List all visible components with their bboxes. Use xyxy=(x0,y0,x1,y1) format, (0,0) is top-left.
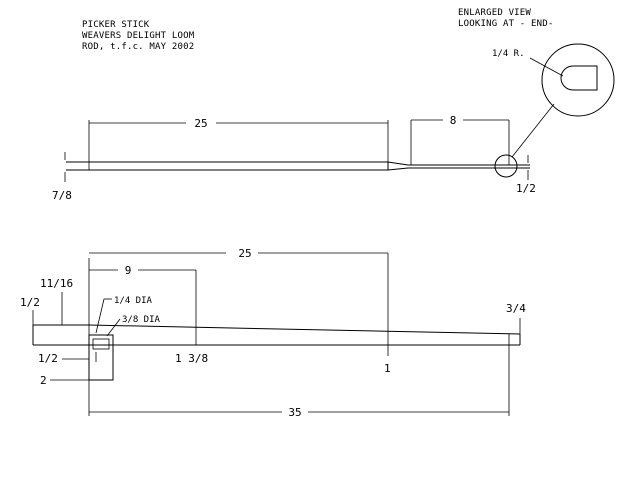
dim-7-8-label: 7/8 xyxy=(52,189,72,202)
enlarged-caption-line-2: LOOKING AT - END- xyxy=(458,19,554,29)
side-view: 25 9 11/16 1/2 1/4 DIA 3/8 DIA 3/4 1/2 2… xyxy=(20,247,526,419)
top-view: 25 8 7/8 1/2 xyxy=(52,114,536,202)
dim-25-label: 25 xyxy=(238,247,251,260)
enlarged-detail: 1/4 R. xyxy=(492,43,615,158)
dim-three-quarter-label: 3/4 xyxy=(506,302,526,315)
dim-8-label: 8 xyxy=(450,114,457,127)
detail-callout-circle xyxy=(494,154,518,178)
title-block: PICKER STICK WEAVERS DELIGHT LOOM ROD, t… xyxy=(82,20,195,52)
stick-bottom-edge xyxy=(66,167,530,171)
title-line-2: WEAVERS DELIGHT LOOM xyxy=(82,31,195,41)
dim-1-label: 1 xyxy=(384,362,391,375)
dim-9-label: 9 xyxy=(125,264,132,277)
hole-inner xyxy=(92,338,110,350)
dim-three-eighth-dia-leader xyxy=(106,318,121,337)
dim-35-label: 35 xyxy=(288,406,301,419)
detail-circle xyxy=(541,43,615,117)
stick-tapered-top xyxy=(88,324,521,335)
dim-quarter-dia-leader xyxy=(95,298,105,334)
title-line-3: ROD, t.f.c. MAY 2002 xyxy=(82,42,194,52)
dim-quarter-dia-label: 1/4 DIA xyxy=(114,296,153,306)
enlarged-view-caption: ENLARGED VIEW LOOKING AT - END- xyxy=(458,8,554,29)
enlarged-caption-line-1: ENLARGED VIEW xyxy=(458,8,531,18)
dim-three-eighth-dia-label: 3/8 DIA xyxy=(122,315,161,325)
dim-11-16-label: 11/16 xyxy=(40,277,73,290)
dim-half-bottom-label: 1/2 xyxy=(38,352,58,365)
hole-block xyxy=(88,334,114,381)
dim-1-2-label: 1/2 xyxy=(516,182,536,195)
stick-top-edge xyxy=(66,161,530,166)
detail-leader xyxy=(511,103,555,158)
dim-1-3-8-label: 1 3/8 xyxy=(175,352,208,365)
rounded-end-profile xyxy=(560,65,598,91)
dim-2-label: 2 xyxy=(40,374,47,387)
title-line-1: PICKER STICK xyxy=(82,20,150,30)
radius-leader xyxy=(529,57,564,77)
radius-label: 1/4 R. xyxy=(492,49,525,59)
dim-half-top-label: 1/2 xyxy=(20,296,40,309)
dim-25-label: 25 xyxy=(194,117,207,130)
